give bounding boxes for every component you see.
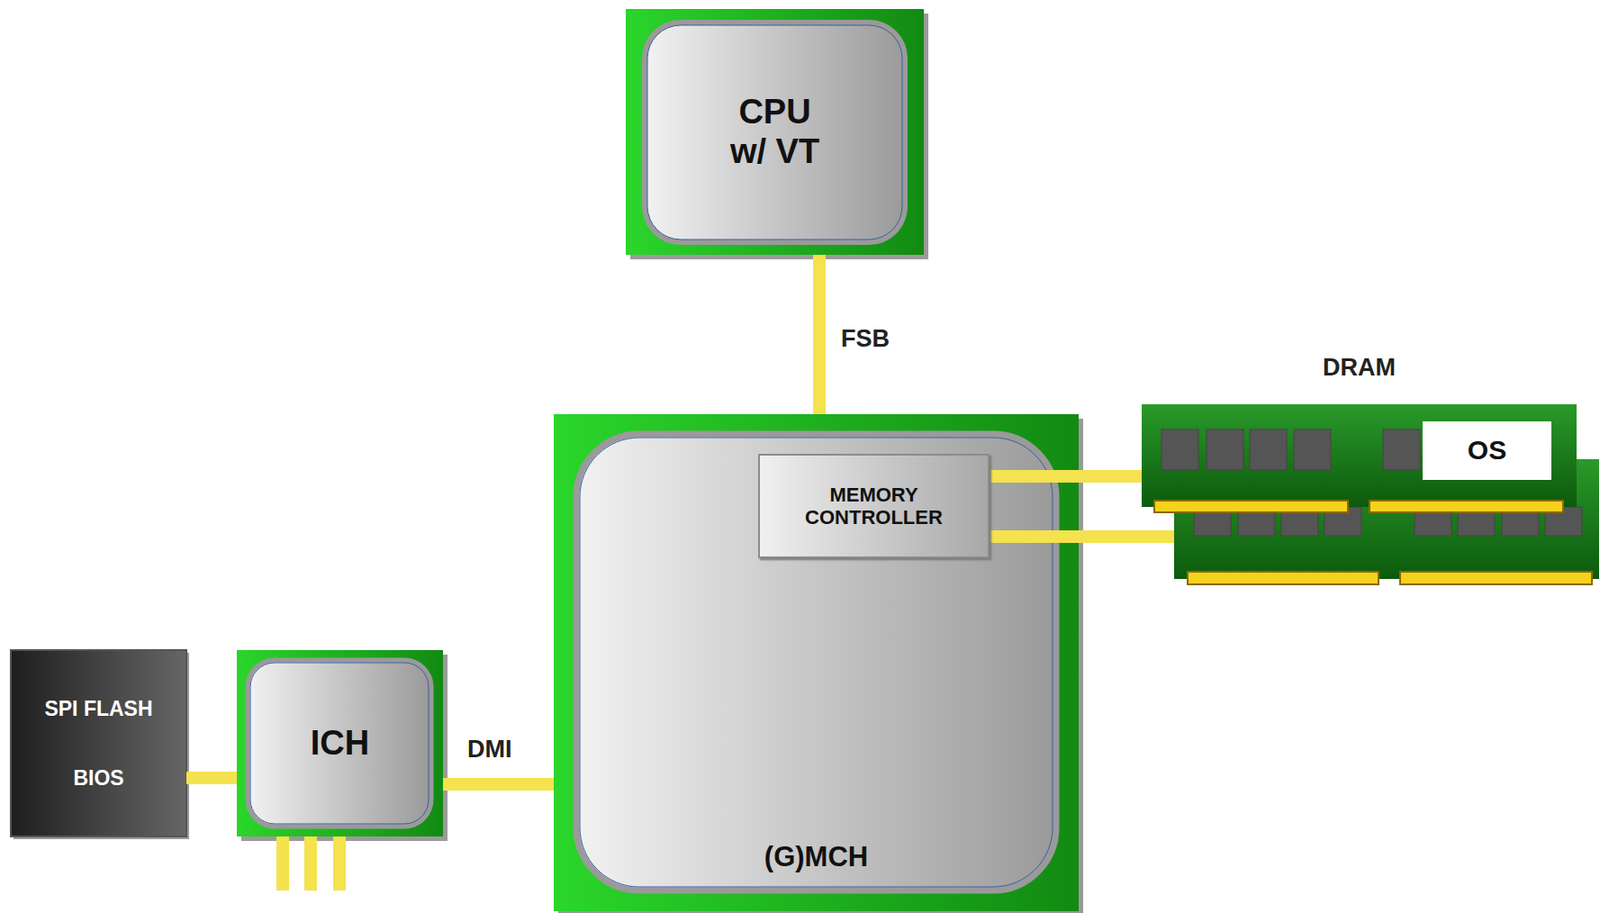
node-label: ICH (310, 723, 370, 764)
mch-chip: MEMORY CONTROLLER (G)MCH (553, 414, 1079, 912)
node-label: (G)MCH (764, 840, 868, 874)
node-label: MEMORY CONTROLLER (784, 483, 965, 530)
memory-bus-wire (989, 530, 1175, 543)
cpu-package (625, 9, 929, 260)
spi-flash-chip (10, 650, 190, 840)
dram-module-front (1141, 404, 1577, 513)
mch-package (553, 414, 1084, 913)
memory-controller-box: MEMORY CONTROLLER (758, 453, 990, 559)
bus-connector (186, 771, 237, 785)
ich-chip: ICH (236, 650, 443, 837)
bus-label: FSB (838, 325, 893, 353)
bus-label: DMI (464, 735, 516, 764)
bus-connector (442, 777, 554, 791)
dram-module: OSDRAM (1141, 404, 1577, 507)
os-box: OS (1422, 421, 1552, 480)
bus-connector (813, 254, 826, 415)
module-heading: DRAM (1322, 353, 1396, 382)
node-label: BIOS (72, 766, 124, 790)
spi-flash-box: SPI FLASH BIOS (10, 650, 187, 837)
node-label: CPU w/ VT (724, 92, 826, 172)
bus-connector (989, 470, 1142, 483)
ich-pins (276, 836, 346, 891)
node-label: OS (1467, 434, 1507, 467)
cpu-chip: CPU w/ VT (625, 9, 924, 255)
node-label: SPI FLASH (44, 696, 153, 721)
ich-package (236, 650, 448, 841)
